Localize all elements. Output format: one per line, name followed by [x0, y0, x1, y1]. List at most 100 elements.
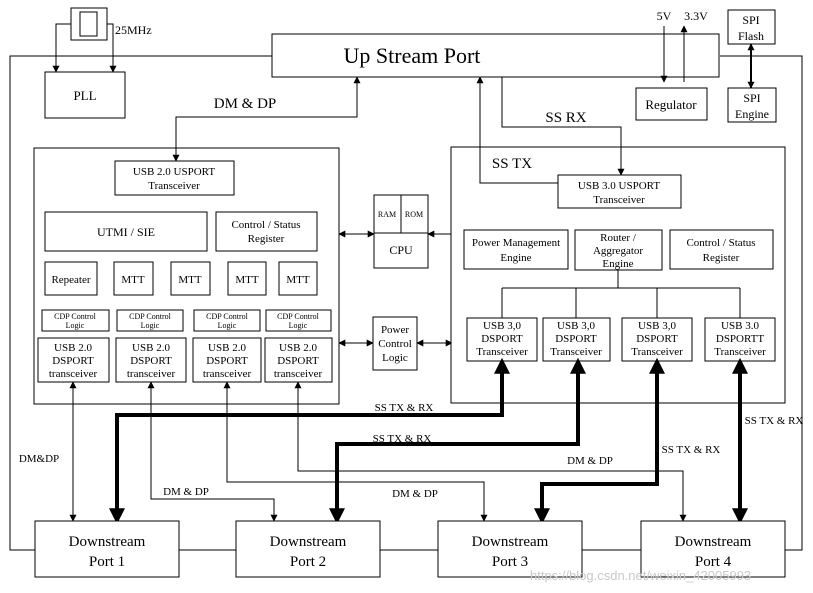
usb2-dsport-label-2c: transceiver [127, 368, 176, 380]
cdp-control-box-1 [41, 309, 110, 332]
usb3-usport-box [557, 174, 682, 209]
cdp-control-label-4b: Logic [289, 321, 308, 330]
ss-rx-line [501, 77, 625, 176]
downstream-port-1-box [34, 520, 180, 578]
mtt-box-4 [278, 261, 318, 296]
spi-engine-label-1: SPI [743, 91, 760, 105]
usb3-dsport-box-4 [704, 317, 776, 362]
usb3-dsport-label-3b: DSPORT [636, 333, 678, 345]
utmi-sie-box [44, 211, 208, 252]
downstream-port-4-box [640, 520, 786, 578]
ss-txrx-label-3: SS TX & RX [662, 444, 721, 456]
mtt-box-2 [170, 261, 211, 296]
cdp-control-label-1b: Logic [66, 321, 85, 330]
usb2-dsport-label-4c: transceiver [274, 368, 323, 380]
usb3-control-register-box [669, 229, 774, 270]
repeater-box [44, 261, 98, 296]
usb3-dsport-label-4c: Transceiver [714, 346, 766, 358]
power-control-label-2: Control [378, 338, 412, 350]
mtt-label-4: MTT [286, 274, 310, 286]
usb2-dsport-label-3b: DSPORT [206, 355, 248, 367]
downstream-port-2-box [235, 520, 381, 578]
cdp-control-label-2a: CDP Control [129, 312, 171, 321]
cdp-control-box-3 [193, 309, 261, 332]
cdp-control-label-3a: CDP Control [206, 312, 248, 321]
usb2-dsport-label-3a: USB 2.0 [208, 342, 246, 354]
usb3-control-register-label-2: Register [703, 252, 740, 264]
mtt-label-3: MTT [235, 274, 259, 286]
usb3-control-register-label-1: Control / Status [686, 237, 755, 249]
crystal-frequency: 25MHz [115, 23, 152, 37]
spi-flash-label-1: SPI [742, 13, 759, 27]
ss-rx-label: SS RX [545, 110, 586, 126]
ss-tx-line [476, 76, 558, 184]
usb2-control-register-label-2: Register [248, 233, 285, 245]
power-control-label-3: Logic [382, 352, 408, 364]
downstream-port-3-label-a: Downstream [472, 534, 549, 550]
downstream-port-2-label-b: Port 2 [290, 554, 326, 570]
power-management-label-1: Power Management [472, 237, 560, 249]
downstream-port-2-label-a: Downstream [270, 534, 347, 550]
rom-box [400, 194, 429, 234]
mtt-label-2: MTT [178, 274, 202, 286]
usb3-dsport-label-3a: USB 3,0 [638, 320, 676, 332]
usb2-dsport-label-1b: DSPORT [52, 355, 94, 367]
downstream-port-1-label-b: Port 1 [89, 554, 125, 570]
usb2-dsport-label-4b: DSPORT [277, 355, 319, 367]
ss-txrx-label-4: SS TX & RX [745, 415, 804, 427]
usb2-dsport-box-1 [37, 337, 110, 383]
usb3-dsport-label-2a: USB 3,0 [557, 320, 595, 332]
rom-label: ROM [405, 210, 423, 219]
usb2-dsport-label-2b: DSPORT [130, 355, 172, 367]
crystal-to-pll-line-1 [52, 23, 71, 73]
downstream-port-1-label-a: Downstream [69, 534, 146, 550]
ss-link-port3 [534, 357, 665, 525]
ss-txrx-label-1: SS TX & RX [375, 402, 434, 414]
usb2-dsport-label-3c: transceiver [203, 368, 252, 380]
mtt-box-3 [227, 261, 267, 296]
usb2-usport-label-2: Transceiver [148, 180, 200, 192]
mtt-label-1: MTT [121, 274, 145, 286]
ram-label: RAM [378, 210, 396, 219]
crystal-oscillator-icon [70, 7, 108, 41]
spi-engine-box [727, 87, 777, 123]
usb3-usport-label-1: USB 3.0 USPORT [578, 180, 660, 192]
router-aggregator-engine-box [574, 229, 663, 271]
usb3-usport-label-2: Transceiver [593, 194, 645, 206]
utmi-sie-label: UTMI / SIE [97, 225, 155, 239]
cdp-control-label-3b: Logic [218, 321, 237, 330]
usb3-dsport-label-4a: USB 3.0 [721, 320, 759, 332]
dm-dp-label-port4: DM & DP [567, 455, 613, 467]
usb3-dsport-label-2b: DSPORT [555, 333, 597, 345]
downstream-port-3-label-b: Port 3 [492, 554, 528, 570]
ram-box [373, 194, 402, 234]
outer-bus-line [9, 55, 803, 551]
usb3-dsport-label-1b: DSPORT [481, 333, 523, 345]
usb3-dsport-box-3 [621, 317, 693, 362]
voltage-5v-label: 5V [657, 9, 672, 23]
usb3-dsport-label-1a: USB 3,0 [483, 320, 521, 332]
usb2-dsport-label-2a: USB 2.0 [132, 342, 170, 354]
dm-dp-label-port1: DM&DP [19, 453, 59, 465]
cdp-control-box-2 [116, 309, 184, 332]
power-control-label-1: Power [381, 324, 409, 336]
up-stream-port-label: Up Stream Port [344, 43, 481, 68]
usb3-dsport-label-4b: DSPORTT [716, 333, 765, 345]
dm-dp-label-port3: DM & DP [392, 488, 438, 500]
cpu-box [373, 232, 429, 269]
watermark-text: https://blog.csdn.net/weixin_42005993 [530, 568, 751, 583]
router-label-1: Router / [600, 232, 637, 244]
cpu-label: CPU [389, 243, 413, 257]
pll-label: PLL [73, 88, 96, 103]
usb3-dsport-label-1c: Transceiver [476, 346, 528, 358]
voltage-33v-label: 3.3V [684, 9, 708, 23]
router-label-2: Aggregator [593, 245, 643, 257]
dm-dp-label-port2: DM & DP [163, 486, 209, 498]
ss-txrx-label-2: SS TX & RX [373, 433, 432, 445]
usb2-dsport-label-4a: USB 2.0 [279, 342, 317, 354]
router-label-3: Engine [602, 258, 633, 270]
usb2-control-register-box [215, 211, 318, 252]
usb2-usport-box [114, 160, 235, 196]
